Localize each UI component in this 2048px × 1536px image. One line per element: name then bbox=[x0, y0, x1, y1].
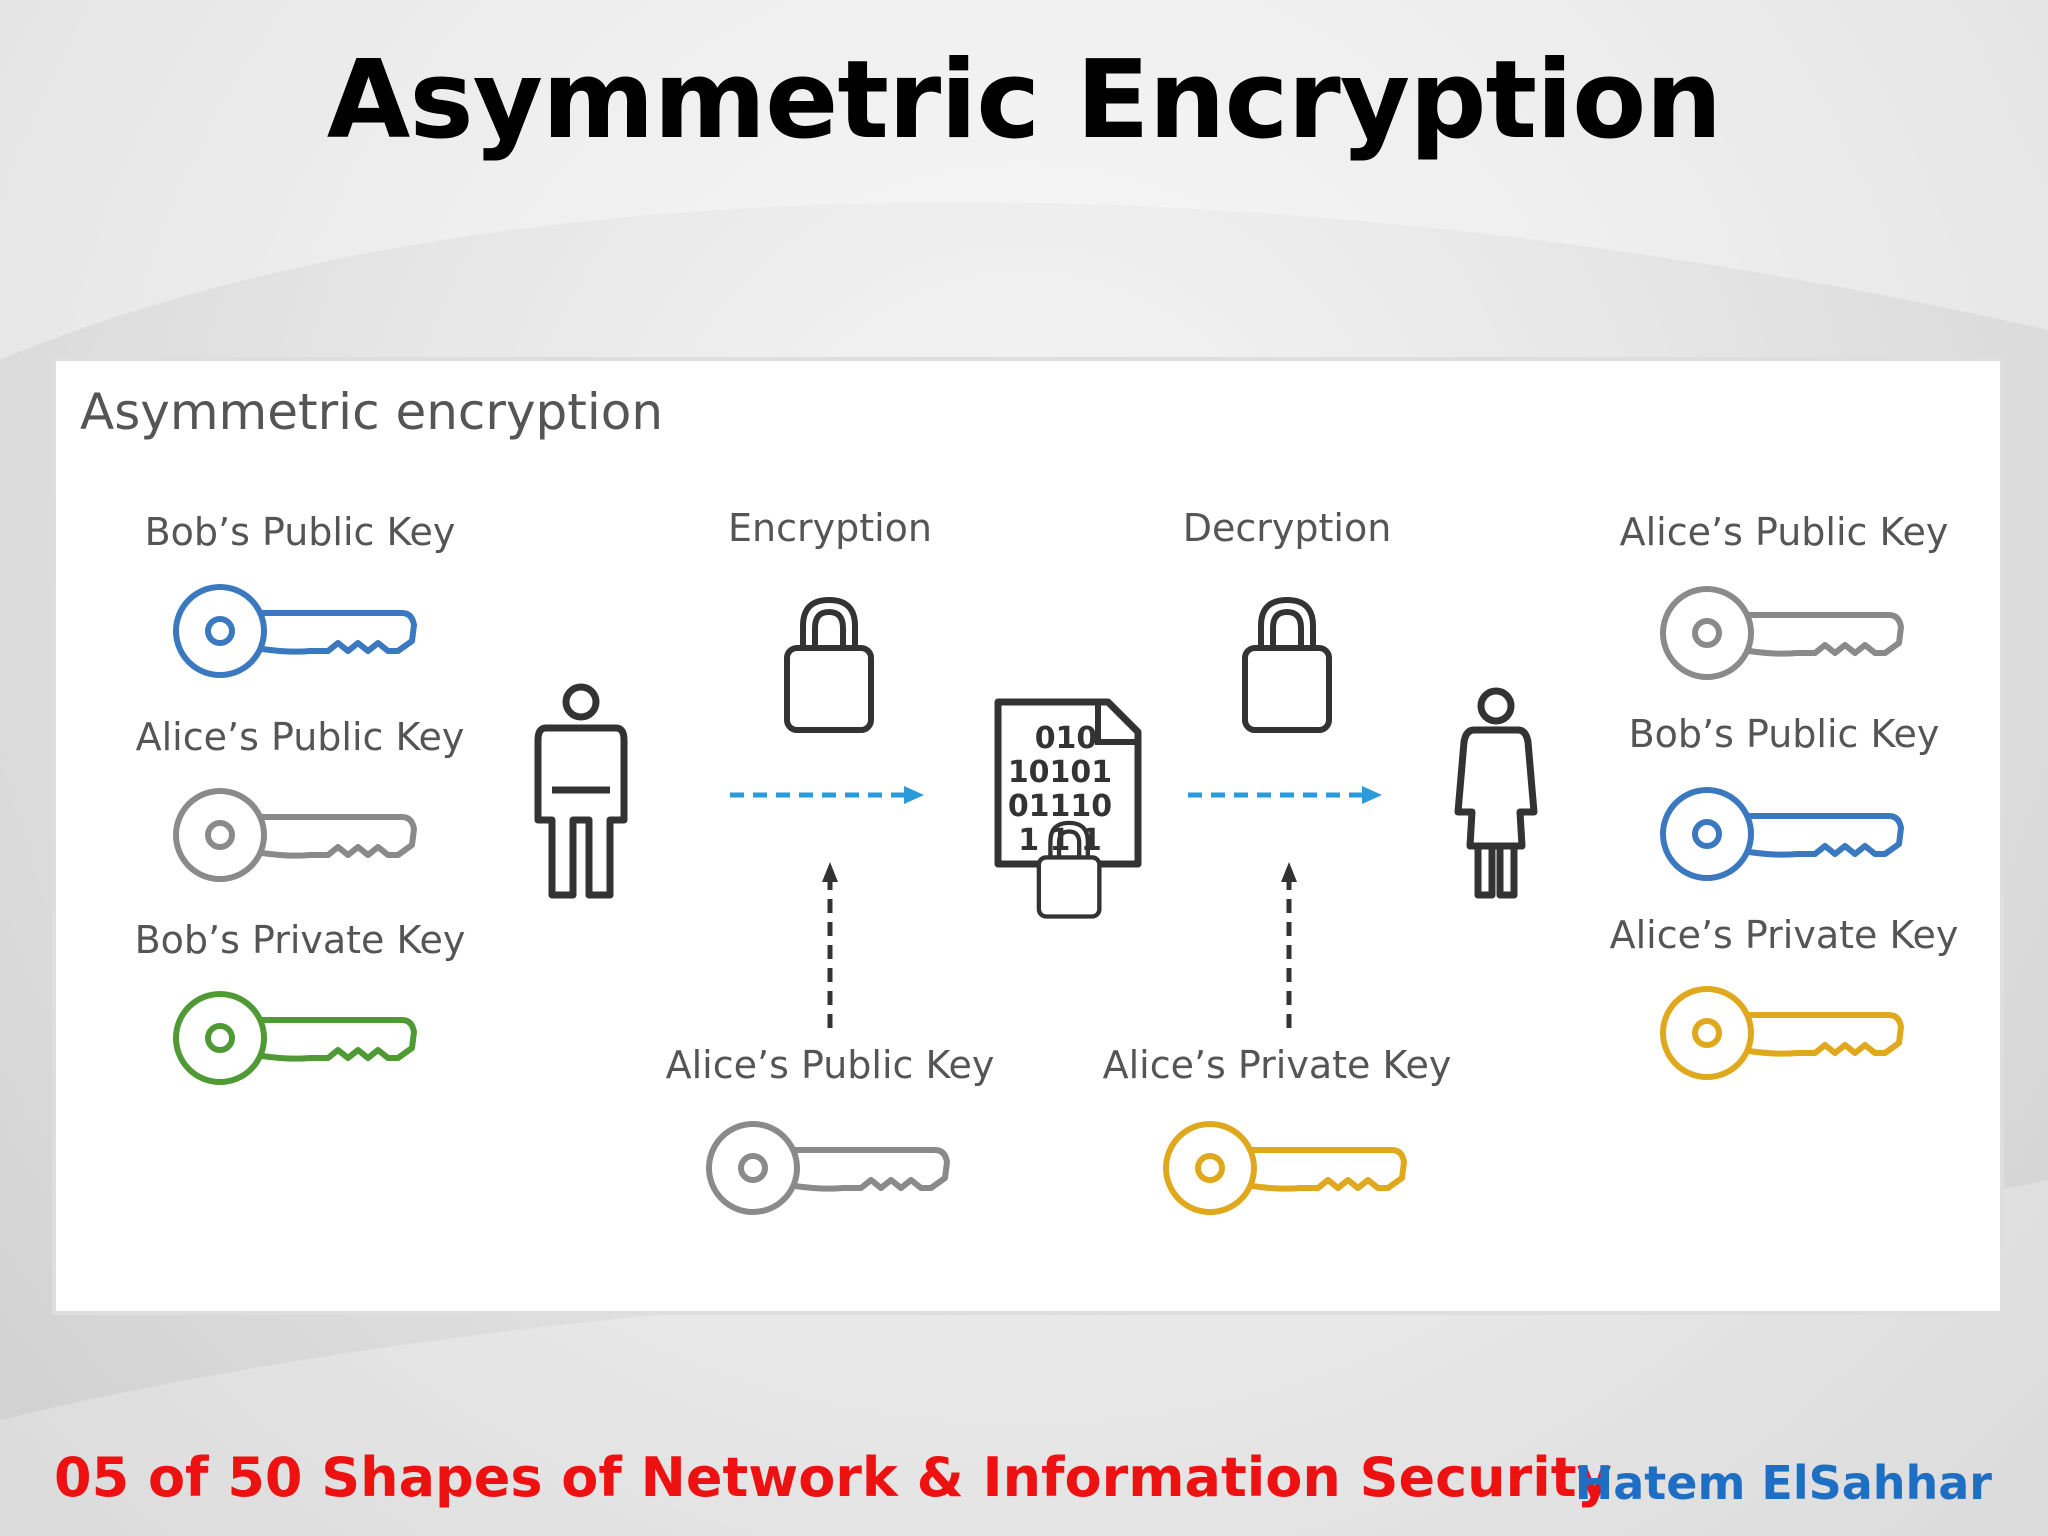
padlock-icon bbox=[1245, 600, 1329, 730]
person-man-icon bbox=[534, 683, 628, 899]
right-key-label-3: Alice’s Private Key bbox=[1609, 913, 1959, 957]
right-key-label-2: Bob’s Public Key bbox=[1628, 712, 1940, 756]
decryption-key-label: Alice’s Private Key bbox=[1102, 1043, 1452, 1087]
encrypted-document-icon: 010 10101 01110 1 1 1 bbox=[994, 698, 1142, 916]
key-input-arrow bbox=[822, 862, 1297, 1028]
key-icon bbox=[176, 791, 414, 879]
diagram-heading: Asymmetric encryption bbox=[80, 383, 664, 441]
key-icon bbox=[1663, 989, 1901, 1077]
decryption-label: Decryption bbox=[1182, 506, 1392, 550]
key-icon bbox=[176, 994, 414, 1082]
document-bits-row: 01110 bbox=[1008, 789, 1112, 824]
key-icon bbox=[1663, 589, 1901, 677]
padlock-icon bbox=[787, 600, 871, 730]
flow-arrow bbox=[730, 786, 1382, 804]
document-bits-row: 010 bbox=[1035, 721, 1098, 756]
left-key-label-1: Bob’s Public Key bbox=[144, 510, 456, 554]
series-footer: 05 of 50 Shapes of Network & Information… bbox=[54, 1446, 1612, 1509]
right-key-label-1: Alice’s Public Key bbox=[1619, 510, 1949, 554]
key-icon bbox=[176, 587, 414, 675]
left-key-label-3: Bob’s Private Key bbox=[134, 918, 466, 962]
encryption-key-label: Alice’s Public Key bbox=[665, 1043, 995, 1087]
person-woman-icon bbox=[1454, 687, 1538, 899]
key-icon bbox=[1166, 1124, 1404, 1212]
key-icon bbox=[709, 1124, 947, 1212]
document-bits-row: 10101 bbox=[1008, 755, 1112, 790]
encryption-label: Encryption bbox=[727, 506, 932, 550]
author-footer: Hatem ElSahhar bbox=[1574, 1456, 1992, 1510]
left-key-label-2: Alice’s Public Key bbox=[135, 715, 465, 759]
key-icon bbox=[1663, 790, 1901, 878]
slide-title: Asymmetric Encryption bbox=[326, 38, 1723, 163]
